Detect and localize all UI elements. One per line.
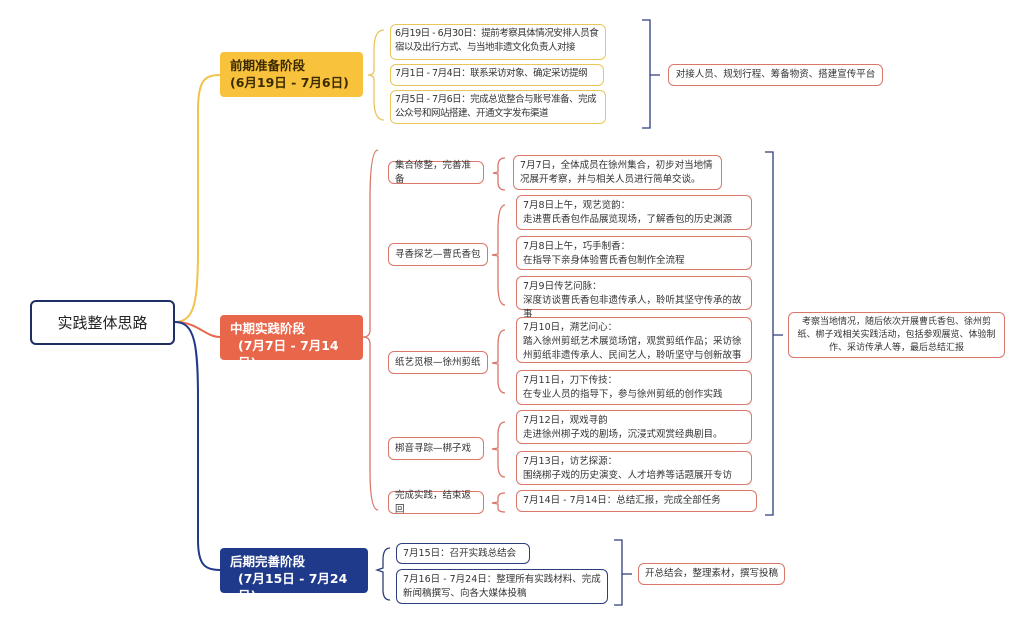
post-item: 7月16日 - 7月24日：整理所有实践材料、完成新闻稿撰写、向各大媒体投稿 xyxy=(396,569,608,604)
mid-item: 7月8日上午，观艺览韵： 走进曹氏香包作品展览现场，了解香包的历史渊源 xyxy=(516,195,752,230)
prep-item: 6月19日 - 6月30日：提前考察具体情况安排人员食宿以及出行方式、与当地非遗… xyxy=(390,24,606,60)
phase-prep: 前期准备阶段 (6月19日 - 7月6日) xyxy=(220,52,363,97)
mid-item: 7月7日，全体成员在徐州集合，初步对当地情况展开考察，并与相关人员进行简单交谈。 xyxy=(513,155,722,190)
prep-item: 7月1日 - 7月4日：联系采访对象、确定采访提纲 xyxy=(390,64,604,86)
mid-group-label: 纸艺觅根—徐州剪纸 xyxy=(388,351,488,374)
mid-item: 7月10日，溯艺问心： 踏入徐州剪纸艺术展览场馆，观赏剪纸作品；采访徐州剪纸非遗… xyxy=(516,317,752,363)
phase-title: 后期完善阶段 xyxy=(230,554,306,569)
root-node: 实践整体思路 xyxy=(30,300,175,345)
phase-dates: (6月19日 - 7月6日) xyxy=(230,75,349,90)
phase-title: 前期准备阶段 xyxy=(230,58,306,73)
phase-dates: (7月15日 - 7月24日) xyxy=(238,571,348,603)
phase-post: 后期完善阶段 (7月15日 - 7月24日) xyxy=(220,548,368,603)
mid-item: 7月9日传艺问脉： 深度访谈曹氏香包非遗传承人，聆听其坚守传承的故事 xyxy=(516,276,752,320)
mid-group-label: 集合修整，完善准备 xyxy=(388,160,484,185)
post-summary: 开总结会，整理素材，撰写投稿 xyxy=(638,563,785,585)
mid-group-label: 完成实践，结束返回 xyxy=(388,490,484,515)
mid-group-label: 梆音寻踪—梆子戏 xyxy=(388,437,484,460)
mid-item: 7月12日，观戏寻韵 走进徐州梆子戏的剧场，沉浸式观赏经典剧目。 xyxy=(516,410,752,444)
phase-title: 中期实践阶段 xyxy=(230,321,306,336)
mid-item: 7月11日，刀下传技： 在专业人员的指导下，参与徐州剪纸的创作实践 xyxy=(516,370,752,405)
mid-item: 7月13日，访艺探源： 围绕梆子戏的历史演变、人才培养等话题展开专访 xyxy=(516,451,752,485)
mid-item: 7月14日 - 7月14日：总结汇报，完成全部任务 xyxy=(516,490,757,512)
mid-item: 7月8日上午，巧手制香： 在指导下亲身体验曹氏香包制作全流程 xyxy=(516,236,752,270)
phase-dates: (7月7日 - 7月14日) xyxy=(238,338,339,370)
mid-group-label: 寻香探艺—曹氏香包 xyxy=(388,243,488,266)
mid-summary: 考察当地情况，随后依次开展曹氏香包、徐州剪纸、梆子戏相关实践活动，包括参观展览、… xyxy=(788,312,1005,358)
prep-summary: 对接人员、规划行程、筹备物资、搭建宣传平台 xyxy=(668,64,883,86)
post-item: 7月15日：召开实践总结会 xyxy=(396,543,530,564)
phase-mid: 中期实践阶段 (7月7日 - 7月14日) xyxy=(220,315,363,370)
prep-item: 7月5日 - 7月6日：完成总览整合与账号准备、完成公众号和网站搭建、开通文字发… xyxy=(390,90,606,124)
